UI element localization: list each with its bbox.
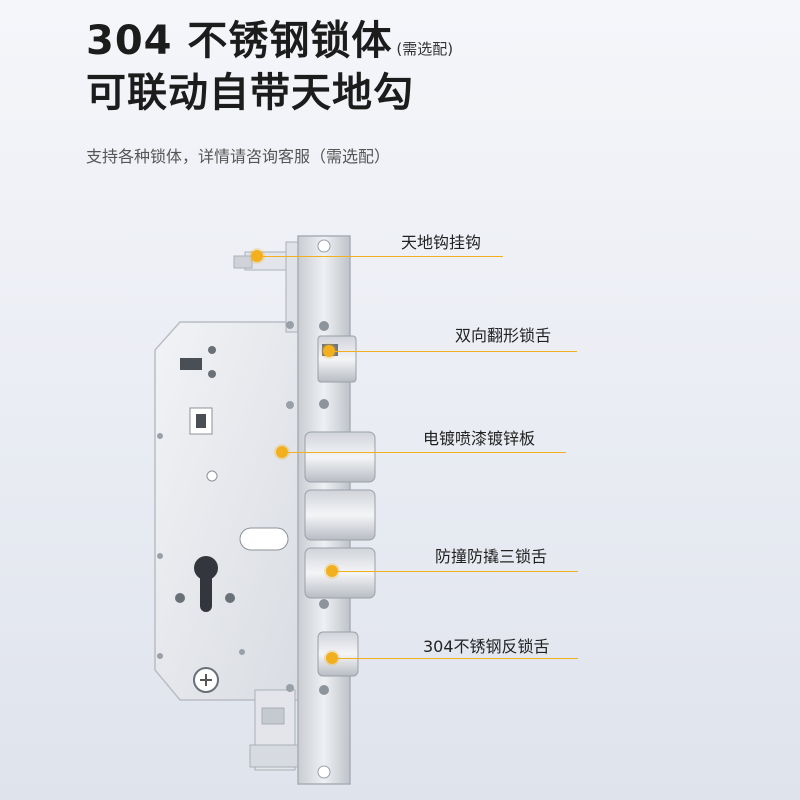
callout-line-3 [288,452,566,453]
lock-plate [154,321,301,701]
callout-dot-2 [323,345,335,357]
callout-line-5 [338,658,578,659]
callout-line-4 [338,571,578,572]
plate-features [157,321,294,693]
callout-line-1 [263,256,503,257]
callout-label-4: 防撞防撬三锁舌 [435,547,548,566]
callout-label-3: 电镀喷漆镀锌板 [423,429,536,448]
callout-dot-1 [251,250,263,262]
latch-bolt [317,335,357,383]
callout-label-1: 天地钩挂钩 [401,233,482,252]
callout-dot-4 [326,565,338,577]
title-line-2: 可联动自带天地勾 [86,70,414,116]
anti-lock-bolt [317,631,359,677]
subtitle: 支持各种锁体，详情请咨询客服（需选配） [86,147,391,166]
callout-label-2: 双向翻形锁舌 [455,326,552,345]
title-line-1: 304 不锈钢锁体(需选配) [86,8,453,66]
deadbolts [304,431,376,599]
callout-label-5: 304不锈钢反锁舌 [423,637,550,656]
callout-line-2 [335,351,577,352]
bottom-hook-bracket [249,689,306,771]
callout-dot-5 [326,652,338,664]
title-text: 304 不锈钢锁体 [86,18,393,64]
callout-dot-3 [276,446,288,458]
title-note: (需选配) [396,40,454,58]
